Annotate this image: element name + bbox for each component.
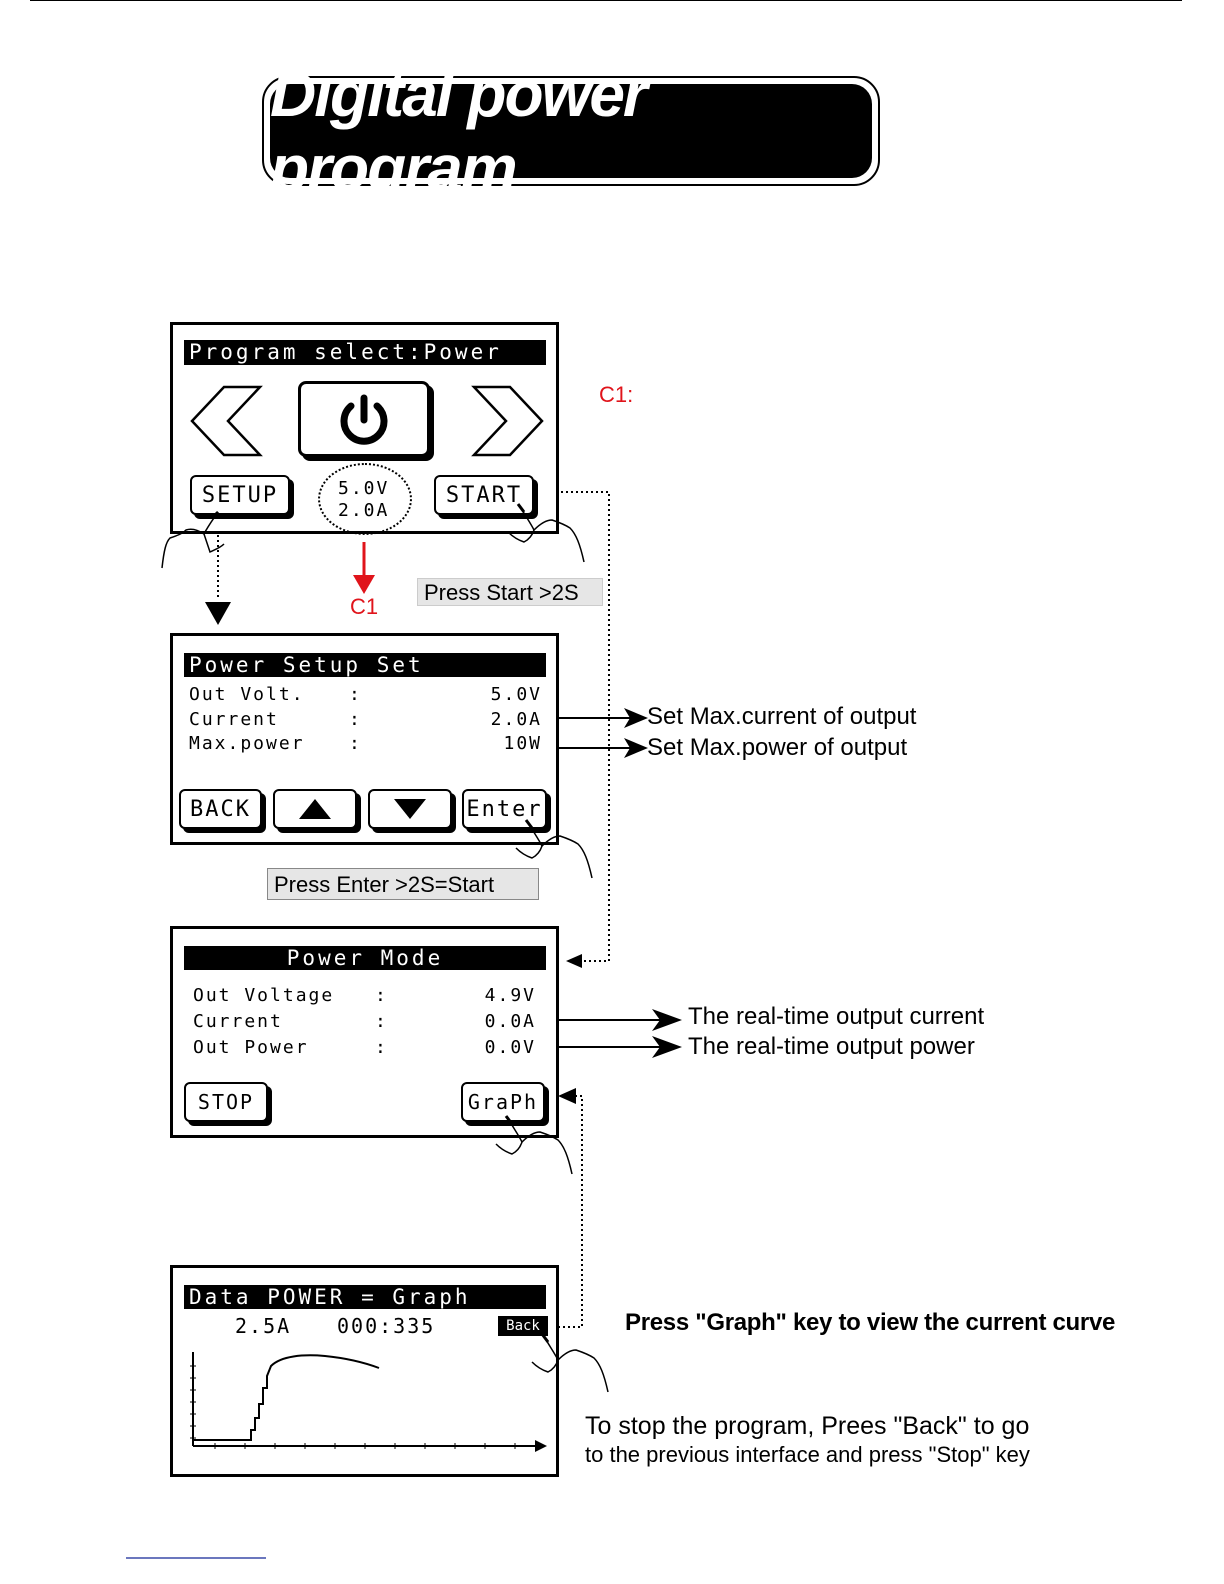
program-select-screen: Program select:Power SETUP 5.0V 2.0A STA… [170, 322, 559, 535]
press-enter-hint: Press Enter >2S=Start [267, 868, 539, 900]
graph-back-button[interactable]: Back [498, 1316, 548, 1336]
mode-row-sep: : [375, 1037, 388, 1058]
data-graph-screen: Data POWER = Graph 2.5A 000:335 Back [170, 1265, 559, 1477]
start-arrowhead [566, 954, 582, 968]
callout-rt-power: The real-time output power [688, 1033, 975, 1060]
screen-header: Program select:Power [184, 340, 546, 365]
setup-arrowhead [205, 602, 231, 625]
up-button[interactable] [273, 789, 357, 829]
c1-marker: C1 [350, 594, 379, 619]
mode-row-label: Current [193, 1011, 283, 1032]
finger-press-enter-icon [515, 819, 593, 879]
callout-arrowhead-power [624, 738, 648, 758]
graph-x-arrowhead [535, 1440, 547, 1452]
voltage-value: 5.0V [338, 478, 390, 499]
power-button[interactable] [298, 381, 430, 457]
callout-arrowhead-rt-power [652, 1036, 682, 1058]
callout-max-current: Set Max.current of output [647, 703, 917, 730]
finger-press-start-icon [507, 503, 585, 563]
setup-row-label: Current [189, 709, 279, 730]
press-start-hint: Press Start >2S [417, 578, 603, 606]
power-setup-screen: Power Setup Set Out Volt. : 5.0V Current… [170, 633, 559, 845]
setup-button[interactable]: SETUP [190, 475, 290, 515]
callout-max-power: Set Max.power of output [647, 734, 908, 761]
graph-y-ticks [190, 1365, 196, 1439]
c1-arrowhead [353, 575, 375, 594]
finger-press-back-icon [531, 1333, 609, 1393]
back-button[interactable]: BACK [179, 789, 262, 829]
setup-row-sep: : [349, 733, 362, 754]
callout-arrowhead-current [624, 708, 648, 728]
callout-arrowhead-rt-current [652, 1009, 682, 1031]
mode-row-value: 0.0A [484, 1011, 536, 1032]
callout-rt-current: The real-time output current [688, 1003, 985, 1030]
mode-row-value: 4.9V [484, 985, 536, 1006]
enter-button[interactable]: Enter [462, 789, 547, 829]
chevron-left-icon[interactable] [188, 383, 268, 463]
back-connector [548, 1095, 583, 1328]
stop-note-line2: to the previous interface and press "Sto… [585, 1442, 1030, 1467]
setup-row-sep: : [349, 684, 362, 705]
stop-button[interactable]: STOP [184, 1082, 268, 1122]
finger-press-graph-icon [495, 1115, 573, 1175]
setup-row-value[interactable]: 2.0A [490, 709, 542, 730]
setup-row-value[interactable]: 5.0V [490, 684, 542, 705]
graph-note: Press "Graph" key to view the current cu… [625, 1309, 1116, 1336]
screen-header: Data POWER = Graph [184, 1285, 546, 1309]
finger-press-setup-icon [161, 510, 225, 569]
graph-curve [193, 1354, 380, 1441]
chevron-right-icon[interactable] [468, 383, 548, 463]
triangle-up-icon [299, 799, 331, 819]
current-curve-graph [190, 1352, 547, 1452]
output-value-oval: 5.0V 2.0A [318, 463, 412, 535]
graph-button[interactable]: GraPh [461, 1082, 545, 1122]
mode-row-sep: : [375, 985, 388, 1006]
start-connector [536, 491, 610, 962]
mode-row-label: Out Voltage [193, 985, 335, 1006]
graph-x-ticks [214, 1443, 516, 1449]
screen-header: Power Mode [184, 946, 546, 970]
down-button[interactable] [368, 789, 452, 829]
graph-time-value: 000:335 [337, 1314, 436, 1338]
power-mode-screen: Power Mode Out Voltage : 4.9V Current : … [170, 926, 559, 1138]
setup-row-sep: : [349, 709, 362, 730]
top-rule [30, 0, 1182, 1]
c1-label: C1: [599, 382, 634, 407]
current-value: 2.0A [338, 500, 390, 521]
screen-header: Power Setup Set [184, 653, 546, 677]
mode-row-value: 0.0V [484, 1037, 536, 1058]
graph-current-value: 2.5A [235, 1314, 292, 1338]
setup-row-label: Out Volt. [189, 684, 305, 705]
mode-row-sep: : [375, 1011, 388, 1032]
back-arrowhead [558, 1088, 576, 1104]
start-button[interactable]: START [434, 475, 534, 515]
power-icon [340, 394, 388, 445]
setup-row-value[interactable]: 10W [503, 733, 542, 754]
triangle-down-icon [394, 799, 426, 819]
stop-note-line1: To stop the program, Prees "Back" to go [585, 1412, 1030, 1440]
setup-row-label: Max.power [189, 733, 305, 754]
mode-row-label: Out Power [193, 1037, 309, 1058]
